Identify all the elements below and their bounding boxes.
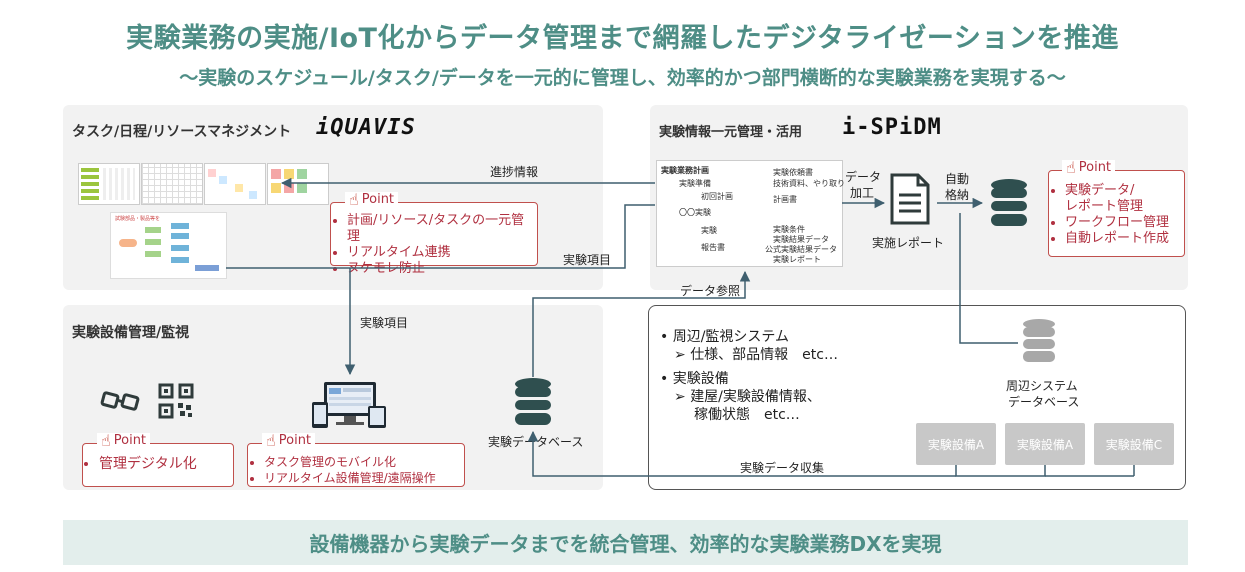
pointing-hand-icon: ☝ [266,430,276,450]
page-title: 実験業務の実施/IoT化からデータ管理まで網羅したデジタライゼーションを推進 [126,23,1119,54]
auto-store-label-2: 格納 [945,188,970,202]
peripheral-item: • 周辺/監視システム [660,329,790,345]
experiment-database-label: 実験データベース [488,435,584,449]
smart-glasses-icon [100,388,142,418]
page-subtitle: ～実験のスケジュール/タスク/データを一元的に管理し、効率的かつ部門横断的な実験… [179,67,1066,89]
equipment-point-header-2: ☝ Point [262,430,316,450]
exp-data-collect-arrow [527,430,956,477]
tree-circle-exp: 〇〇実験 [679,208,711,217]
calendar-screenshot [204,163,266,205]
info-point-item: ワークフロー管理 [1065,215,1184,231]
report-document-icon [890,173,930,229]
gantt-screenshot [78,163,140,205]
tree-initial-plan: 初回計画 [701,192,733,201]
info-point-item: 自動レポート作成 [1065,231,1184,247]
info-point-item: 実験データ/レポート管理 [1065,183,1184,215]
equipment-panel-title: 実験設備管理/監視 [72,325,190,341]
progress-label: 進捗情報 [490,165,539,179]
peripheral-db-label-2: データベース [1008,395,1080,409]
task-point-item: 計画/リソース/タスクの一元管理 [347,213,537,245]
equipment-box: 実験設備A [1005,423,1085,465]
tree-root: 実験業務計画 [661,166,709,175]
exp-item-arrow [226,204,655,269]
equipment-point-box-1: 管理デジタル化 [82,443,234,487]
info-panel-title: 実験情報一元管理・活用 [659,125,803,140]
equipment-point-item: タスク管理のモバイル化 [264,454,464,470]
devices-screenshot-icon [310,380,388,434]
tree-doc-plan: 計画書 [773,195,797,204]
pointing-hand-icon: ☝ [1066,157,1076,177]
data-ref-arrow [532,270,751,377]
tree-report: 報告書 [701,243,725,252]
report-label: 実施レポート [872,236,945,250]
equipment-box: 実験設備C [1094,423,1174,465]
ispidm-database-icon [990,178,1028,232]
task-point-item: リアルタイム連携 [347,245,537,261]
data-process-label-2: 加工 [850,186,875,200]
point-label: Point [113,433,147,448]
info-point-box: 実験データ/レポート管理 ワークフロー管理 自動レポート作成 [1048,170,1185,257]
mindmap-screenshot: 試験部品・製品等を [110,212,227,279]
point-label: Point [361,192,395,207]
pointing-hand-icon: ☝ [101,430,111,450]
experiment-tree-screenshot: 実験業務計画 実験準備 初回計画 〇〇実験 実験 報告書 実験依頼書 技術資料、… [656,160,845,267]
tree-doc-report: 実験レポート [773,255,821,264]
equipment-point-item: リアルタイム設備管理/遠隔操作 [264,470,464,486]
peripheral-subitem: ➢ 仕様、部品情報 etc… [674,347,838,363]
tree-doc-cond: 実験条件 [773,225,805,234]
peripheral-item: • 実験設備 [660,371,729,387]
tree-doc-request: 実験依頼書 [773,168,813,177]
schedule-screenshot [141,163,203,205]
exp-item-label-right: 実験項目 [563,253,612,267]
footer-banner: 設備機器から実験データまでを統合管理、効率的な実験業務DXを実現 [63,520,1188,565]
qr-code-icon [158,383,194,423]
task-point-header: ☝ Point [345,189,399,209]
exp-item-label-down: 実験項目 [360,316,409,330]
data-ref-label: データ参照 [680,284,741,298]
tree-doc-official: 公式実験結果データ [765,245,837,254]
experiment-database-icon [514,377,552,431]
peripheral-list: • 周辺/監視システム ➢ 仕様、部品情報 etc… • 実験設備 ➢ 建屋/実… [660,328,838,424]
tree-prep: 実験準備 [679,179,711,188]
equipment-point-header-1: ☝ Point [97,430,151,450]
equipment-box: 実験設備A [916,423,996,465]
point-label: Point [278,433,312,448]
auto-store-label-1: 自動 [945,172,970,186]
peripheral-db-label-1: 周辺システム [1006,379,1078,393]
task-panel-title: タスク/日程/リソースマネジメント [72,124,292,140]
ispidm-to-peripheral-line [959,213,1018,344]
pointing-hand-icon: ☝ [349,189,359,209]
tree-doc-result: 実験結果データ [773,235,829,244]
point-label: Point [1078,160,1112,175]
iquavis-logo: iQUAVIS [316,115,416,140]
exp-data-collect-label: 実験データ収集 [740,461,825,475]
peripheral-subitem: ➢ 建屋/実験設備情報、 [674,389,821,405]
peripheral-database-icon [1022,318,1056,368]
collect-line [955,465,1046,477]
equipment-point-item: 管理デジタル化 [99,456,233,472]
peripheral-subitem: 稼働状態 etc… [694,407,800,423]
tree-experiment: 実験 [701,226,717,235]
tree-doc-tech: 技術資料、やり取り [773,179,845,188]
ispidm-logo: i-SPiDM [842,115,942,140]
info-point-header: ☝ Point [1062,157,1116,177]
data-process-label-1: データ [845,170,882,184]
equipment-point-box-2: タスク管理のモバイル化 リアルタイム設備管理/遠隔操作 [247,443,465,487]
mindmap-label: 試験部品・製品等を [115,216,161,222]
